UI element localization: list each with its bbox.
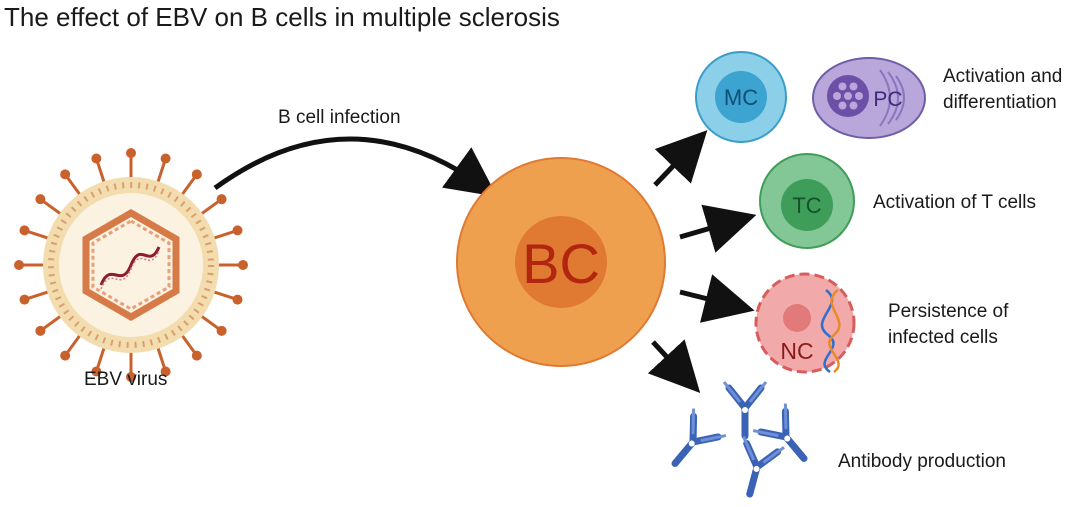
infection-arrow [213, 136, 498, 197]
activation-label-2: differentiation [943, 92, 1057, 113]
virus-spike-tip [216, 325, 227, 336]
arrow-to-activation [653, 130, 708, 187]
virus-spike-tip [191, 350, 202, 361]
antibody-icon [722, 381, 768, 440]
memory-cell: MC [695, 51, 787, 143]
antibody-label: Antibody production [838, 451, 1006, 472]
virus-label: EBV virus [84, 369, 167, 390]
plasma-dot [849, 82, 858, 91]
virus-spike-tip [216, 194, 227, 205]
virus-spike-tip [19, 225, 30, 236]
antibody-group [671, 381, 808, 498]
plasma-dot [833, 92, 841, 100]
virus-spike-tip [35, 325, 46, 336]
virus-spike-tip [232, 225, 243, 236]
persistence-label-2: infected cells [888, 327, 998, 348]
virus-spikes [14, 148, 248, 382]
plasma-cell: PC [812, 57, 926, 139]
arrow-to-antibody [647, 339, 701, 394]
antibody-icon [742, 435, 785, 498]
plasma-dot [838, 82, 847, 91]
plasma-dot [855, 92, 863, 100]
virus-spike-tip [126, 372, 136, 382]
virus-spike-tip [191, 169, 202, 180]
virus-spike-tip [91, 153, 102, 164]
virus-spike-tip [232, 294, 243, 305]
virus-spike-tip [60, 350, 71, 361]
virus-spike-tip [19, 294, 30, 305]
virus-spike-tip [35, 194, 46, 205]
plasma-dot [838, 101, 847, 110]
infected-cell-label: NC [780, 338, 813, 364]
activation-label-1: Activation and [943, 66, 1062, 87]
t-cell: TC [759, 153, 855, 249]
virus-spike-tip [91, 366, 102, 377]
b-cell: BC [456, 157, 666, 367]
virus-spike-tip [14, 260, 24, 270]
antibody-icon [671, 408, 727, 467]
tcell-activation-label: Activation of T cells [873, 192, 1036, 213]
virus-spike-tip [160, 153, 171, 164]
ebv-virus [14, 148, 248, 382]
antibody-icon [752, 403, 808, 462]
infected-cell: NC [754, 272, 856, 374]
virus-spike-tip [238, 260, 248, 270]
t-cell-label: TC [792, 193, 821, 218]
arrow-to-tcell [679, 204, 757, 253]
plasma-dot [844, 92, 852, 100]
b-cell-label: BC [522, 232, 600, 295]
page-title: The effect of EBV on B cells in multiple… [4, 2, 560, 32]
virus-spike-tip [160, 366, 171, 377]
virus-spike-tip [126, 148, 136, 158]
virus-spike-tip [60, 169, 71, 180]
memory-cell-label: MC [724, 85, 758, 110]
plasma-chromatin [833, 82, 863, 110]
infection-label: B cell infection [278, 107, 401, 128]
persistence-label-1: Persistence of [888, 301, 1009, 322]
plasma-cell-label: PC [873, 88, 902, 111]
plasma-dot [849, 101, 858, 110]
arrow-to-persistence [679, 274, 755, 323]
